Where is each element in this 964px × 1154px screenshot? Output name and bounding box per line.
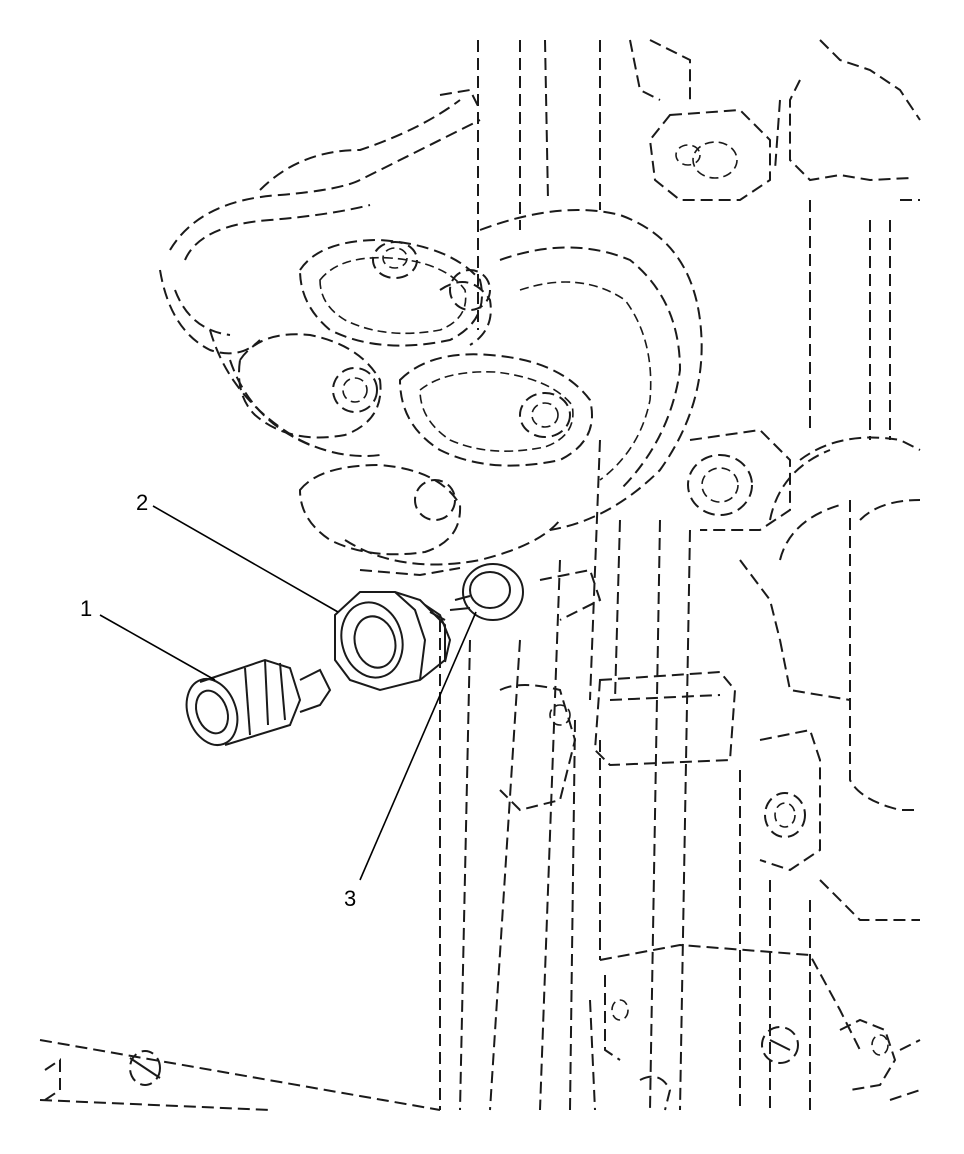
part-1-sensor-fitting <box>185 658 332 746</box>
leader-line-3 <box>359 611 477 881</box>
engine-assembly-background <box>39 39 921 1111</box>
callout-3: 3 <box>344 886 356 911</box>
part-3-ring-washer <box>449 563 524 621</box>
leader-line-1 <box>99 614 216 681</box>
callout-1: 1 <box>80 596 92 621</box>
leader-line-2 <box>152 505 339 613</box>
part-2-hex-nut <box>334 591 452 692</box>
callout-2: 2 <box>136 490 148 515</box>
